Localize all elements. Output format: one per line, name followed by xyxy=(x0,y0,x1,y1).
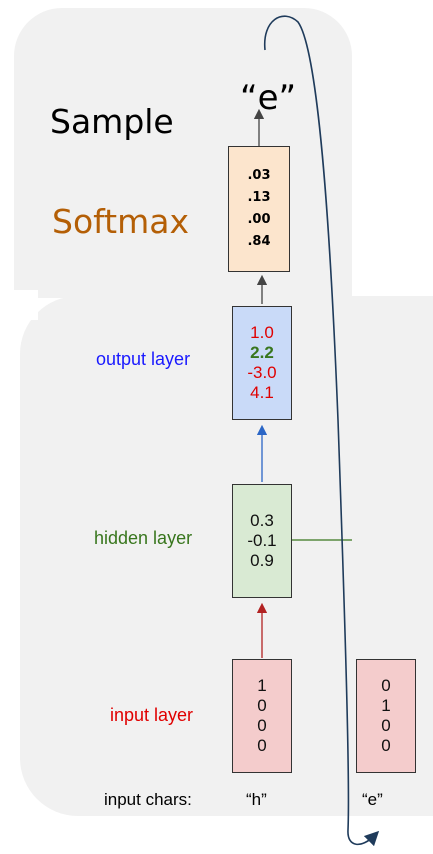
input-char-e: “e” xyxy=(362,790,383,809)
input-value: 1 xyxy=(257,676,267,695)
input-value: 0 xyxy=(257,716,267,735)
softmax-value: .13 xyxy=(247,190,271,205)
background-notch xyxy=(14,290,38,320)
softmax-value: .03 xyxy=(247,168,271,183)
input-value: 0 xyxy=(257,696,267,715)
output-value: 1.0 xyxy=(250,323,274,342)
hidden-value: 0.3 xyxy=(250,511,274,530)
input-layer-box-e: 0 1 0 0 xyxy=(356,659,416,773)
background-panel-top xyxy=(14,8,352,298)
output-layer-label: output layer xyxy=(96,349,191,369)
softmax-value: .84 xyxy=(247,234,271,249)
input-layer-label: input layer xyxy=(110,705,194,725)
output-value: 4.1 xyxy=(250,383,274,402)
softmax-box: .03 .13 .00 .84 xyxy=(228,146,290,272)
hidden-value: 0.9 xyxy=(250,551,274,570)
input-char-h: “h” xyxy=(246,790,267,809)
sampled-char: “e” xyxy=(240,78,297,118)
hidden-layer-label: hidden layer xyxy=(94,528,193,548)
output-value: -3.0 xyxy=(247,363,277,382)
output-value-highlighted: 2.2 xyxy=(250,343,274,362)
softmax-value: .00 xyxy=(247,212,271,227)
feedback-loop-arrow xyxy=(264,15,380,847)
input-chars-label: input chars: xyxy=(104,790,192,809)
input-value: 1 xyxy=(381,696,391,715)
input-value: 0 xyxy=(381,736,391,755)
hidden-layer-box: 0.3 -0.1 0.9 xyxy=(232,484,292,598)
input-value: 0 xyxy=(257,736,267,755)
hidden-value: -0.1 xyxy=(247,531,277,550)
input-value: 0 xyxy=(381,676,391,695)
softmax-label: Softmax xyxy=(52,202,190,241)
input-value: 0 xyxy=(381,716,391,735)
input-layer-box-h: 1 0 0 0 xyxy=(232,659,292,773)
sample-label: Sample xyxy=(50,102,174,141)
output-layer-box: 1.0 2.2 -3.0 4.1 xyxy=(232,306,292,420)
